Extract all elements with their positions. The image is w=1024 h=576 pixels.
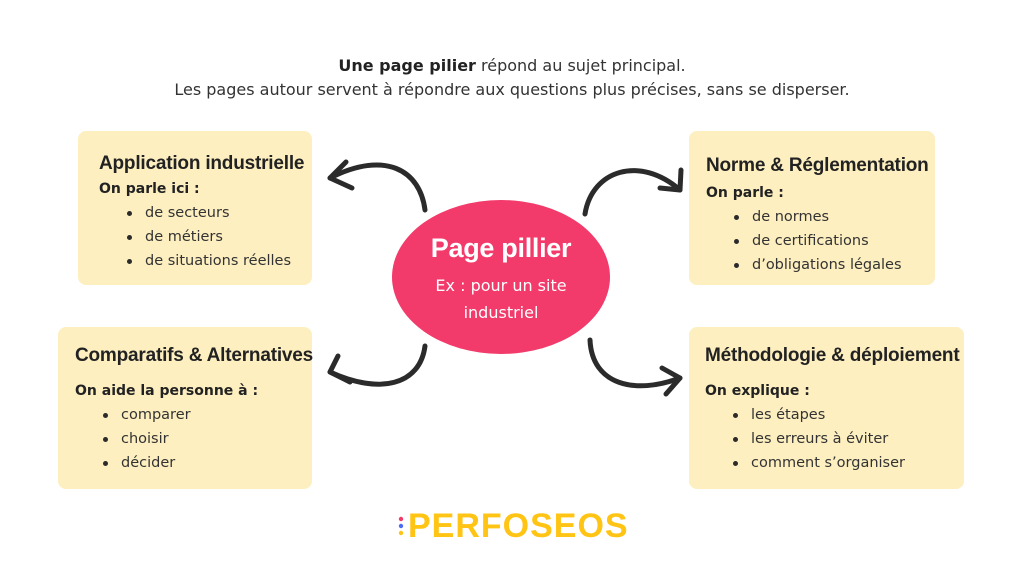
arrow-to-norme [582, 168, 683, 217]
card-lead: On aide la personne à : [75, 383, 259, 399]
card-title: Méthodologie & déploiement [705, 345, 960, 366]
card-title: Application industrielle [99, 153, 305, 174]
card-application-industrielle: Application industrielle On parle ici : … [78, 131, 312, 285]
list-item: d’obligations légales [734, 253, 935, 277]
perfoseos-logo: PERFOSEOS [396, 506, 628, 546]
hub-title: Page pillier [430, 233, 572, 263]
intro-line-2: Les pages autour servent à répondre aux … [174, 80, 850, 99]
hub-subtitle: Ex : pour un site industriel [392, 272, 610, 326]
arrow-to-application [327, 162, 428, 213]
hub-subtitle-line-1: Ex : pour un site [435, 276, 567, 295]
card-norme-reglementation: Norme & Réglementation On parle : de nor… [689, 131, 935, 285]
list-item: de certifications [734, 229, 935, 253]
card-lead: On parle ici : [99, 181, 200, 197]
intro-line-1-rest: répond au sujet principal. [475, 56, 686, 75]
arrow-to-methodologie [587, 337, 683, 389]
arrowhead-methodologie [659, 365, 683, 397]
arrowhead-comparatifs [327, 353, 353, 385]
list-item: comment s’organiser [733, 451, 964, 475]
card-list: de normes de certifications d’obligation… [706, 205, 935, 277]
list-item: les étapes [733, 403, 964, 427]
card-comparatifs-alternatives: Comparatifs & Alternatives On aide la pe… [58, 327, 313, 489]
intro-bold: Une page pilier [338, 56, 476, 75]
list-item: de situations réelles [127, 249, 312, 273]
card-list: comparer choisir décider [75, 403, 312, 475]
hub-subtitle-line-2: industriel [463, 303, 539, 322]
card-list: les étapes les erreurs à éviter comment … [705, 403, 964, 475]
list-item: de secteurs [127, 201, 312, 225]
logo-dots-icon [398, 516, 404, 536]
hub-page-pilier: Page pillier Ex : pour un site industrie… [392, 200, 610, 354]
arrowhead-application [327, 159, 355, 191]
logo-text: PERFOSEOS [408, 507, 629, 545]
list-item: décider [103, 451, 312, 475]
card-list: de secteurs de métiers de situations rée… [99, 201, 312, 273]
intro-line-1: Une page pilier répond au sujet principa… [0, 54, 1024, 78]
list-item: choisir [103, 427, 312, 451]
card-lead: On explique : [705, 383, 810, 399]
card-title: Comparatifs & Alternatives [75, 345, 313, 366]
intro-text: Une page pilier répond au sujet principa… [0, 54, 1024, 102]
list-item: comparer [103, 403, 312, 427]
arrowhead-norme [657, 167, 684, 193]
list-item: les erreurs à éviter [733, 427, 964, 451]
card-methodologie-deploiement: Méthodologie & déploiement On explique :… [689, 327, 964, 489]
list-item: de normes [734, 205, 935, 229]
card-lead: On parle : [706, 185, 784, 201]
list-item: de métiers [127, 225, 312, 249]
card-title: Norme & Réglementation [706, 155, 929, 176]
